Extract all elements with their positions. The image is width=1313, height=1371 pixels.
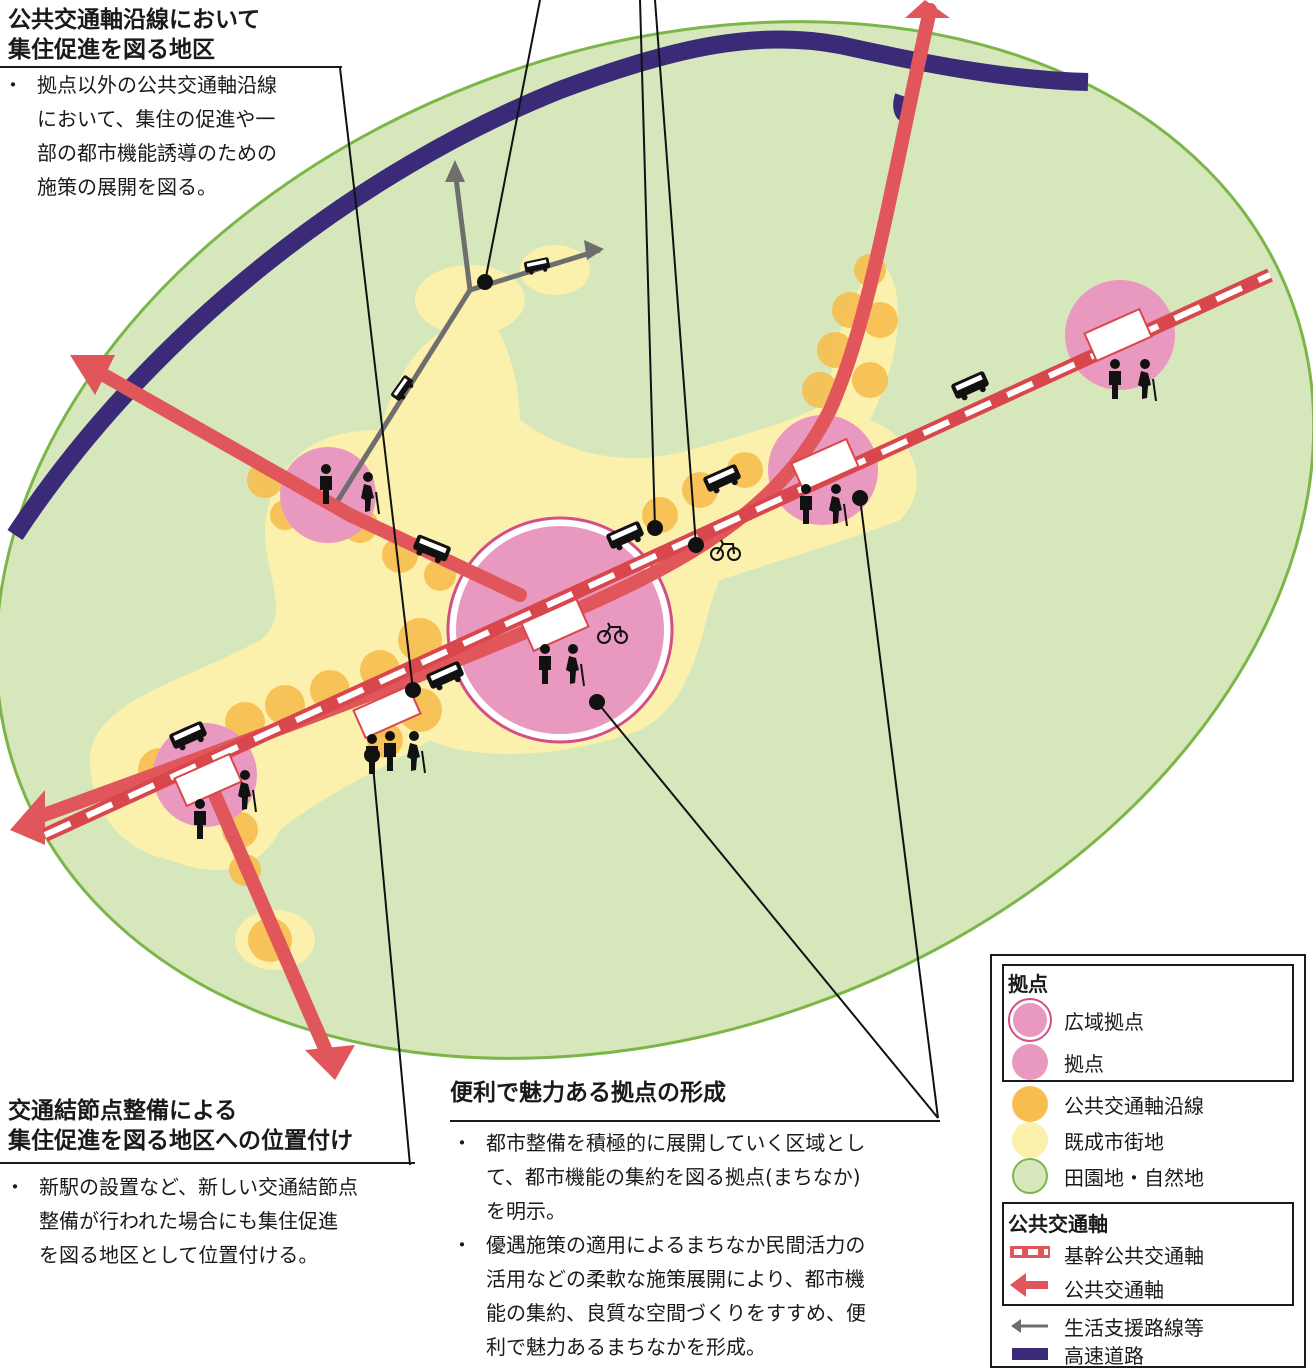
- node-title-line2: 集住促進を図る地区への位置付け: [8, 1128, 353, 1154]
- expressway: [7, 30, 1089, 540]
- station-markers: [173, 307, 1153, 808]
- legend-corridor-swatch: [1012, 1086, 1048, 1122]
- corridor-bullet-line: 部の都市機能誘導のための: [37, 141, 277, 165]
- hub-title: 便利で魅力ある拠点の形成: [450, 1080, 726, 1106]
- hub-bullet2-line: 優遇施策の適用によるまちなか民間活力の: [486, 1233, 866, 1257]
- legend-rural-swatch: [1012, 1158, 1048, 1194]
- legend-wide-hub-swatch: [1008, 998, 1052, 1042]
- node-bullets: ・新駅の設置など、新しい交通結節点 整備が行われた場合にも集住促進 を図る地区と…: [5, 1175, 358, 1267]
- corridor-bullet-line: において、集住の促進や一: [37, 107, 276, 131]
- hub-bullet1-line: て、都市機能の集約を図る拠点(まちなか): [486, 1165, 861, 1189]
- node-annotation: 交通結節点整備による 集住促進を図る地区への位置付け: [8, 1096, 353, 1156]
- node-bullet-line: 新駅の設置など、新しい交通結節点: [39, 1175, 358, 1199]
- corridor-title-line2: 集住促進を図る地区: [8, 37, 215, 63]
- legend-life-route-swatch: [1011, 1319, 1048, 1333]
- trunk-transit-axis: [42, 268, 1273, 842]
- legend-urban-swatch: [1012, 1122, 1048, 1158]
- legend: 拠点 広域拠点 拠点 公共交通軸沿線 既成市街地 田園地・自然地 公共交通軸 基…: [990, 954, 1306, 1368]
- legend-transit-label: 公共交通軸: [1064, 1278, 1164, 1302]
- corridor-annotation: 公共交通軸沿線において 集住促進を図る地区: [8, 5, 260, 65]
- node-underline: [0, 1162, 415, 1164]
- legend-corridor-label: 公共交通軸沿線: [1064, 1094, 1204, 1118]
- corridor-title-line1: 公共交通軸沿線において: [8, 7, 261, 33]
- legend-trunk-swatch: [1010, 1246, 1050, 1258]
- hub-bullet2-line: 利で魅力あるまちなかを形成。: [486, 1335, 766, 1359]
- hub-underline: [450, 1120, 940, 1122]
- legend-hub-swatch: [1012, 1044, 1048, 1080]
- hub-bullet2-line: 活用などの柔軟な施策展開により、都市機: [486, 1267, 865, 1291]
- leader-dots: [364, 274, 868, 763]
- legend-life-route-label: 生活支援路線等: [1064, 1316, 1204, 1340]
- legend-hub-label: 拠点: [1064, 1052, 1104, 1076]
- legend-expressway-swatch: [1012, 1348, 1048, 1360]
- legend-rural-label: 田園地・自然地: [1064, 1166, 1204, 1190]
- node-title-line1: 交通結節点整備による: [8, 1098, 238, 1124]
- corridor-bullet-line: 施策の展開を図る。: [37, 175, 217, 199]
- hub-bullet1-line: を明示。: [486, 1199, 566, 1223]
- corridor-underline: [0, 66, 342, 68]
- legend-hubs-heading: 拠点: [1008, 972, 1048, 996]
- hub-bullets: ・都市整備を積極的に展開していく区域とし て、都市機能の集約を図る拠点(まちなか…: [452, 1131, 866, 1359]
- legend-trunk-label: 基幹公共交通軸: [1064, 1244, 1204, 1268]
- leader-lines: [339, 0, 939, 1166]
- legend-transit-swatch: [1010, 1273, 1048, 1297]
- hub-annotation: 便利で魅力ある拠点の形成: [450, 1078, 726, 1108]
- legend-hub-box: [1002, 964, 1294, 1082]
- legend-urban-label: 既成市街地: [1064, 1130, 1164, 1154]
- legend-expressway-label: 高速道路: [1064, 1344, 1144, 1368]
- legend-transit-box: [1002, 1202, 1294, 1306]
- hub-bullet1-line: 都市整備を積極的に展開していく区域とし: [486, 1131, 866, 1155]
- hub-bullet2-line: 能の集約、良質な空間づくりをすすめ、便: [486, 1301, 866, 1325]
- node-bullet-line: 整備が行われた場合にも集住促進: [39, 1209, 338, 1233]
- corridor-bullets: ・拠点以外の公共交通軸沿線 において、集住の促進や一 部の都市機能誘導のための …: [3, 73, 277, 199]
- legend-wide-hub-label: 広域拠点: [1064, 1010, 1144, 1034]
- corridor-bullet-line: 拠点以外の公共交通軸沿線: [37, 73, 277, 97]
- node-bullet-line: を図る地区として位置付ける。: [39, 1243, 319, 1267]
- legend-transit-heading: 公共交通軸: [1008, 1212, 1108, 1236]
